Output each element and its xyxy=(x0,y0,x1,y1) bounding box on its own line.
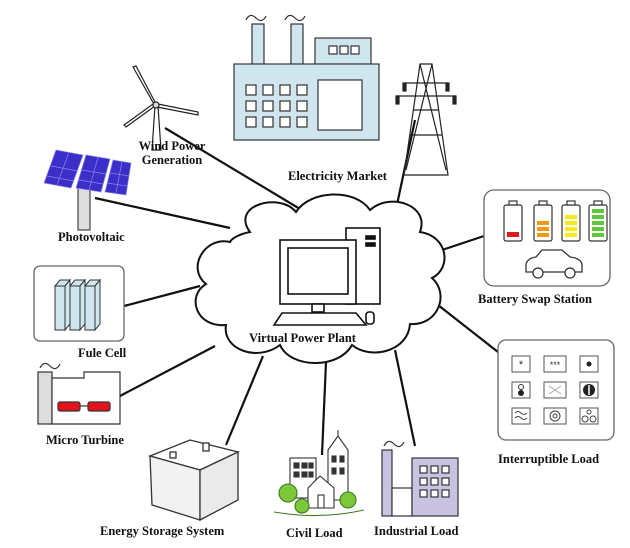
civil-buildings-icon xyxy=(273,430,365,517)
line-pv xyxy=(94,196,231,230)
fuel-cell-label: Fule Cell xyxy=(78,346,127,360)
heater-icon xyxy=(514,411,528,420)
civil-load-label: Civil Load xyxy=(286,526,343,540)
factory-icon xyxy=(233,14,380,141)
line-storage xyxy=(224,355,265,446)
photovoltaic-label: Photovoltaic xyxy=(58,230,125,244)
storage-battery-icon xyxy=(147,439,240,522)
line-wind xyxy=(164,127,306,213)
virtual-power-plant-label: Virtual Power Plant xyxy=(249,331,356,345)
computer-icon xyxy=(272,227,381,326)
industrial-plant-icon xyxy=(381,440,459,517)
wind-power-label: Wind Power Generation xyxy=(132,139,212,167)
micro-turbine-label: Micro Turbine xyxy=(46,433,124,447)
energy-storage-label: Energy Storage System xyxy=(100,524,225,538)
panel-star-3: *** xyxy=(550,360,561,370)
battery-swap-label: Battery Swap Station xyxy=(478,292,592,306)
line-industrial xyxy=(393,349,417,447)
line-interruptible xyxy=(437,304,499,353)
knob-icon xyxy=(518,390,524,396)
line-fuel xyxy=(123,284,201,308)
industrial-load-label: Industrial Load xyxy=(374,524,459,538)
fan-icon xyxy=(548,385,562,395)
wind-label-line1: Wind Power xyxy=(138,139,206,153)
dot-icon xyxy=(586,361,592,367)
target-icon xyxy=(549,410,561,422)
panel-star-1: * xyxy=(519,359,524,371)
micro-turbine-icon xyxy=(37,362,121,425)
car-icon xyxy=(525,249,583,279)
connection-lines xyxy=(94,119,499,456)
interruptible-panel-icon: * *** xyxy=(497,339,615,441)
battery-swap-station-icon xyxy=(483,189,611,287)
electricity-market-label: Electricity Market xyxy=(288,169,387,183)
interruptible-load-label: Interruptible Load xyxy=(498,452,600,466)
transmission-tower-icon xyxy=(395,63,457,176)
line-civil xyxy=(320,361,328,456)
fuel-cell-icon xyxy=(33,265,125,342)
burner-icon xyxy=(581,415,589,423)
wind-turbine-icon xyxy=(123,65,199,151)
photovoltaic-icon xyxy=(43,149,132,231)
line-turbine xyxy=(119,345,216,397)
wind-label-line2: Generation xyxy=(141,153,203,167)
